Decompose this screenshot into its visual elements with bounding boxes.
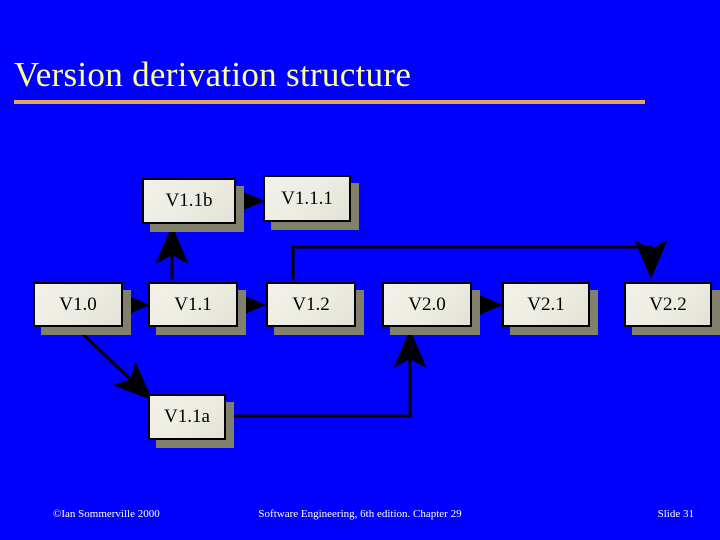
node-v21[interactable]: V2.1 <box>502 282 590 327</box>
node-v10[interactable]: V1.0 <box>33 282 123 327</box>
slide-footer: ©Ian Sommerville 2000 Software Engineeri… <box>0 508 720 530</box>
node-v111[interactable]: V1.1.1 <box>263 175 351 222</box>
page-title: Version derivation structure <box>14 55 412 94</box>
node-v20[interactable]: V2.0 <box>382 282 472 327</box>
edge-v12-to-v22 <box>291 240 668 280</box>
footer-slide-number: Slide 31 <box>657 508 694 520</box>
version-derivation-diagram: V1.1b V1.1.1 V1.0 V1.1 V1.2 V2.0 V2.1 V2… <box>0 150 720 470</box>
node-v11[interactable]: V1.1 <box>148 282 238 327</box>
edge-v11a-to-v20 <box>228 329 427 418</box>
footer-copyright: ©Ian Sommerville 2000 <box>53 508 160 520</box>
footer-source: Software Engineering, 6th edition. Chapt… <box>258 508 462 520</box>
node-v22[interactable]: V2.2 <box>624 282 712 327</box>
node-v12[interactable]: V1.2 <box>266 282 356 327</box>
node-v11a[interactable]: V1.1a <box>148 394 226 440</box>
title-divider <box>14 100 645 104</box>
node-v11b[interactable]: V1.1b <box>142 178 236 224</box>
